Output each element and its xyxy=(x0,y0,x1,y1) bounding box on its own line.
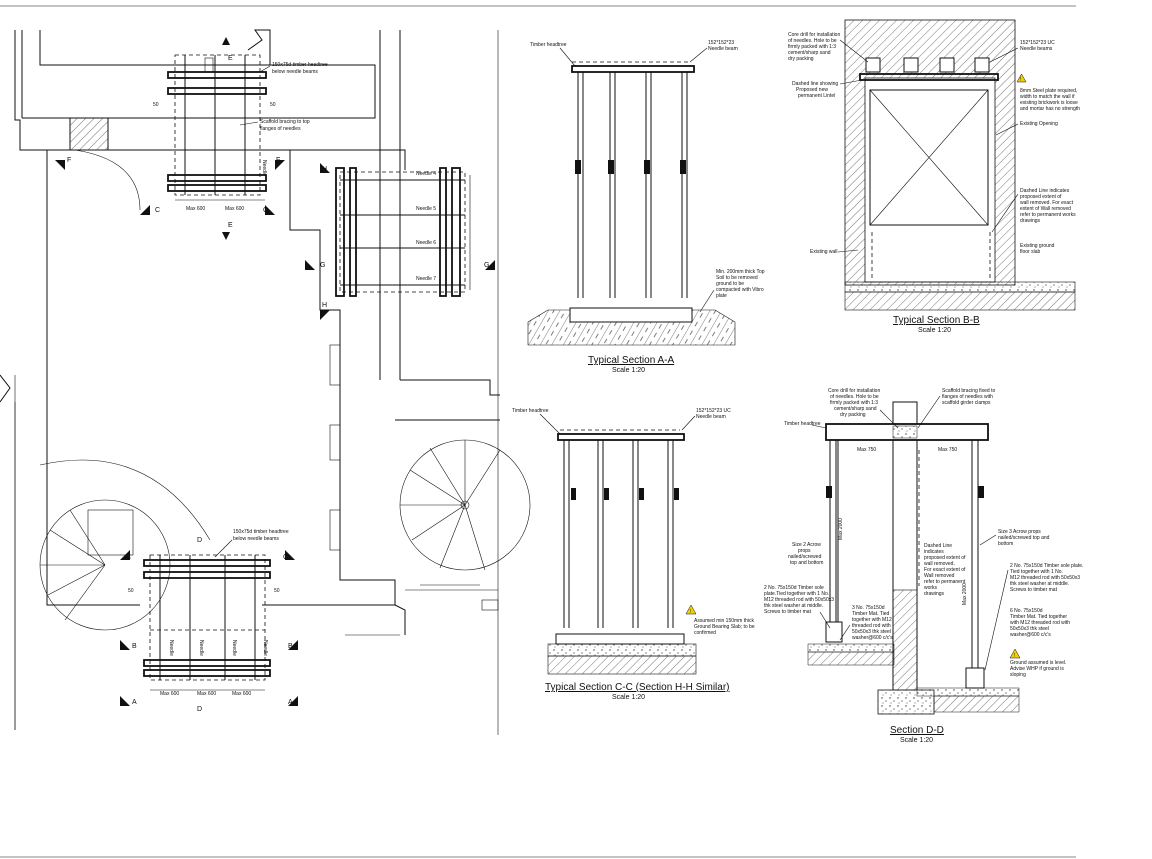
warning-icon: ! xyxy=(685,604,697,615)
svg-text:Needle 4: Needle 4 xyxy=(416,171,436,177)
svg-text:Max 600: Max 600 xyxy=(186,206,205,212)
svg-text:Needle 7: Needle 7 xyxy=(416,276,436,282)
svg-text:Scale 1:20: Scale 1:20 xyxy=(612,694,645,701)
svg-text:50: 50 xyxy=(128,588,134,594)
svg-text:Needle: Needle xyxy=(198,640,204,656)
svg-text:G: G xyxy=(320,262,325,269)
svg-text:Section D-D: Section D-D xyxy=(890,725,944,736)
section-arrow-icon: F F C C E E H H G G C C D D B B A A xyxy=(55,37,495,713)
sole-plate-right-note: 2 No. 75x150d Timber sole plate.Tied tog… xyxy=(1010,563,1083,593)
svg-text:H: H xyxy=(322,302,327,309)
svg-text:C: C xyxy=(126,554,131,561)
svg-text:D: D xyxy=(197,537,202,544)
site-plan: F F C C E E H H G G C C D D B B A A 50 5… xyxy=(0,29,531,735)
svg-text:B: B xyxy=(132,643,137,650)
svg-text:50: 50 xyxy=(274,588,280,594)
spiral-stair-icon xyxy=(39,459,211,631)
svg-text:Timber headtree: Timber headtree xyxy=(784,421,821,427)
ground-level-note: Ground assumed is level.Advise WHP if gr… xyxy=(1010,660,1066,678)
svg-text:F: F xyxy=(67,157,71,164)
warning-icon: ! xyxy=(1016,73,1027,83)
warning-icon: ! xyxy=(1009,648,1021,659)
svg-text:!: ! xyxy=(1020,77,1021,83)
svg-text:Needle: Needle xyxy=(168,640,174,656)
svg-text:Max 600: Max 600 xyxy=(232,691,251,697)
svg-text:Needle 5: Needle 5 xyxy=(416,206,436,212)
svg-text:Max 2000: Max 2000 xyxy=(838,518,844,540)
needle-frame-top xyxy=(167,54,267,201)
svg-text:H: H xyxy=(322,166,327,173)
svg-text:Max 600: Max 600 xyxy=(225,206,244,212)
svg-text:Timber headtree: Timber headtree xyxy=(512,408,549,414)
svg-text:Needle 6: Needle 6 xyxy=(416,240,436,246)
svg-text:Needle: Needle xyxy=(261,160,267,176)
svg-text:Scale 1:20: Scale 1:20 xyxy=(900,737,933,744)
svg-text:E: E xyxy=(228,222,233,229)
svg-text:!: ! xyxy=(1014,653,1015,659)
needle-frame-bottom xyxy=(143,554,271,691)
svg-text:Max 600: Max 600 xyxy=(197,691,216,697)
svg-text:Typical Section B-B: Typical Section B-B xyxy=(893,315,980,326)
svg-text:Max 2000: Max 2000 xyxy=(962,583,968,605)
svg-text:B: B xyxy=(288,643,293,650)
svg-text:Needle: Needle xyxy=(262,640,268,656)
svg-text:Scale 1:20: Scale 1:20 xyxy=(612,367,645,374)
needle-frame-middle xyxy=(335,167,471,297)
svg-text:A: A xyxy=(132,699,137,706)
svg-text:Max 600: Max 600 xyxy=(160,691,179,697)
svg-text:Typical Section C-C (Section H: Typical Section C-C (Section H-H Similar… xyxy=(545,682,730,693)
svg-text:Typical Section A-A: Typical Section A-A xyxy=(588,355,674,366)
hatched-wall-block xyxy=(69,117,109,151)
svg-text:Max 750: Max 750 xyxy=(857,447,876,453)
svg-text:50: 50 xyxy=(153,102,159,108)
svg-text:A: A xyxy=(288,699,293,706)
svg-text:Existing Opening: Existing Opening xyxy=(1020,121,1058,127)
svg-text:Timber headtree: Timber headtree xyxy=(530,42,567,48)
svg-text:C: C xyxy=(263,207,268,214)
svg-text:Existing wall: Existing wall xyxy=(810,249,838,255)
svg-text:!: ! xyxy=(690,609,691,615)
svg-text:C: C xyxy=(155,207,160,214)
svg-text:F: F xyxy=(276,157,280,164)
svg-text:C: C xyxy=(283,554,288,561)
steel-plate-note: 8mm Steel plate required,width to match … xyxy=(1020,88,1080,112)
svg-text:Needle: Needle xyxy=(231,640,237,656)
svg-text:50: 50 xyxy=(270,102,276,108)
svg-text:E: E xyxy=(228,55,233,62)
svg-text:Max 750: Max 750 xyxy=(938,447,957,453)
svg-text:Scale 1:20: Scale 1:20 xyxy=(918,327,951,334)
svg-text:G: G xyxy=(484,262,489,269)
svg-text:D: D xyxy=(197,706,202,713)
spiral-stair-icon xyxy=(399,439,531,571)
